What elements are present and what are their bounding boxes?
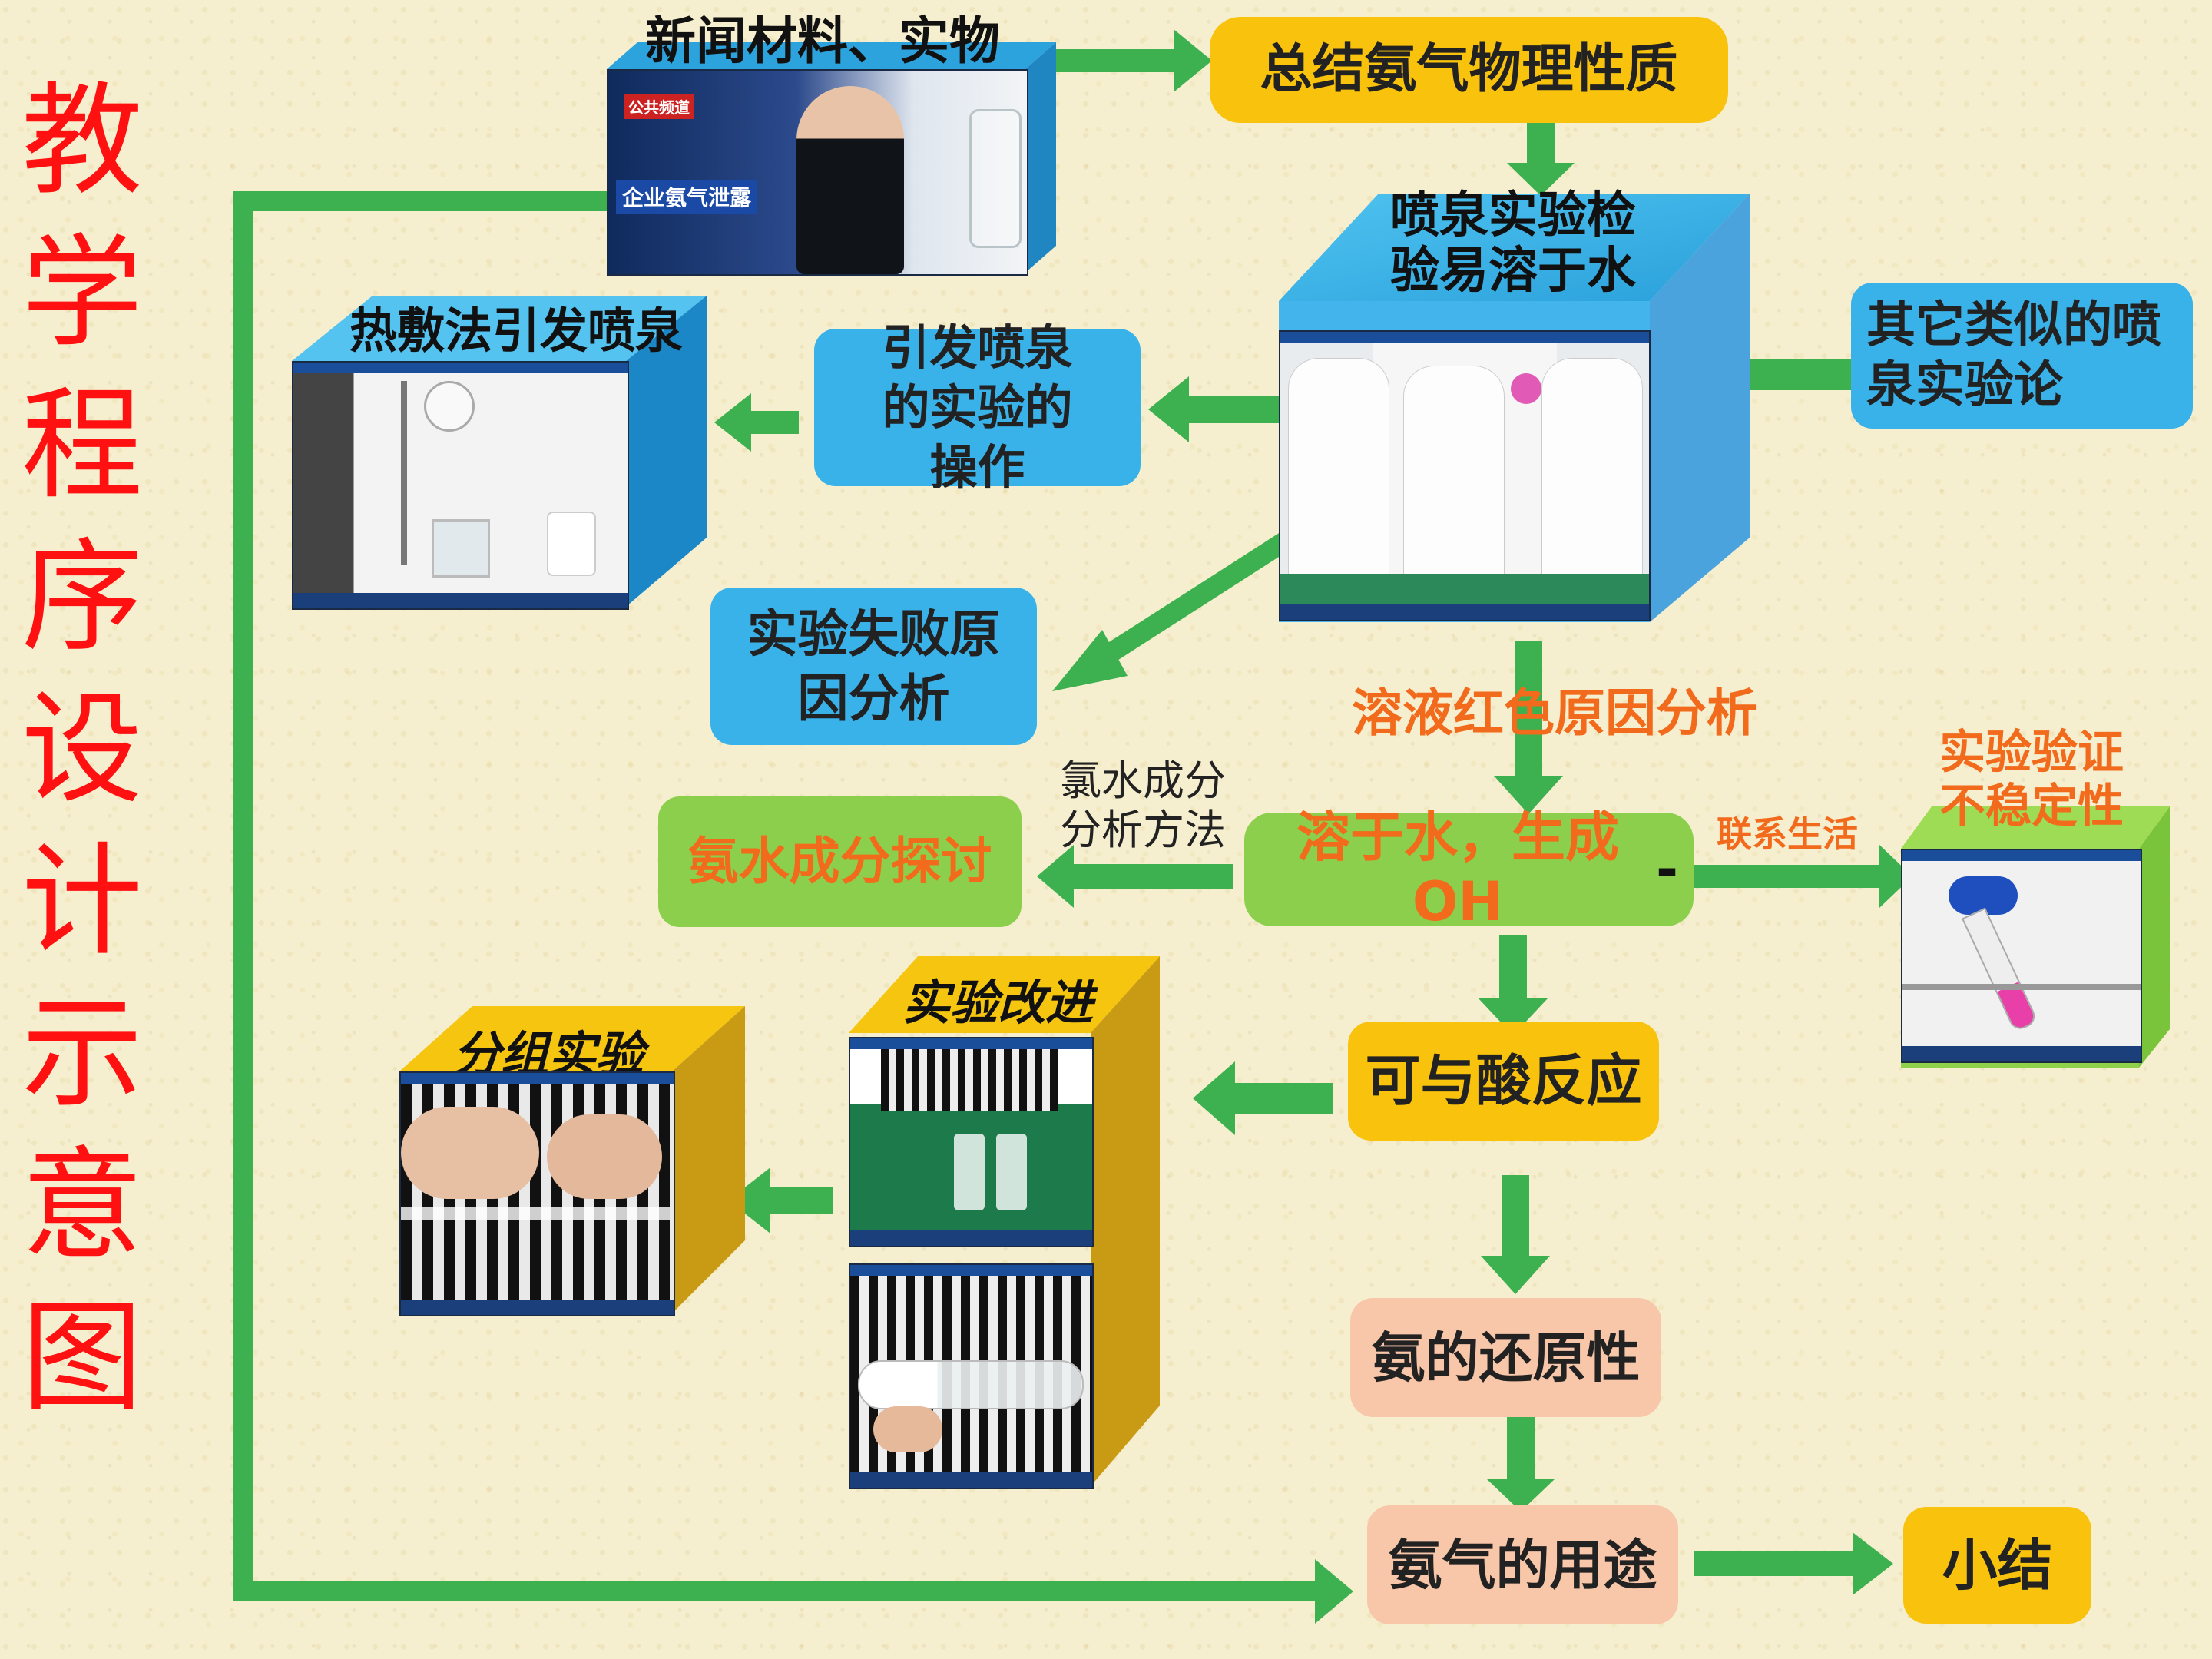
- improve-label: 实验改进: [902, 975, 1094, 1031]
- chlorine-method-label: 氯水成分分析方法: [1060, 757, 1226, 854]
- flask-pink: [1511, 373, 1541, 404]
- dissolve-text: 溶于水，生成OH: [1296, 806, 1619, 933]
- title-char: 意: [22, 1135, 143, 1277]
- mug: [547, 512, 596, 576]
- glass-tube: [401, 1207, 670, 1220]
- news-label: 新闻材料、实物: [645, 12, 1000, 71]
- dissolve-node: 溶于水，生成OH-: [1244, 806, 1694, 933]
- anchor-figure: [796, 86, 904, 274]
- arrow-improve-group: [768, 1187, 833, 1214]
- title-char: 设: [22, 679, 143, 820]
- stand-rod: [401, 381, 407, 565]
- arrow-usage-conclusion: [1694, 1551, 1855, 1576]
- group-video[interactable]: [399, 1071, 675, 1316]
- cube-hot-top: [292, 296, 707, 361]
- round-flask: [424, 381, 475, 432]
- cube-improve-side: [1091, 956, 1160, 1486]
- arrow-acid-reducing: [1502, 1175, 1529, 1260]
- title-char: 示: [22, 983, 143, 1124]
- title-char: 图: [22, 1287, 143, 1429]
- cube-fountain-top: [1279, 194, 1750, 301]
- verify-video[interactable]: [1901, 849, 2142, 1063]
- arrow-dissolve-acid: [1499, 935, 1527, 1001]
- glass-bottle: [969, 109, 1022, 248]
- arrow-fountain-trigger: [1187, 396, 1279, 423]
- verify-label: 实验验证不稳定性: [1939, 726, 2124, 833]
- arrow-fountain-dissolve: [1515, 641, 1542, 780]
- ammonia-water-node: 氨水成分探讨: [658, 796, 1022, 927]
- cube-verify-side: [2139, 806, 2170, 1068]
- arrow-dissolve-verify: [1694, 865, 1882, 888]
- student-figure: [1541, 358, 1643, 613]
- hot-compress-video[interactable]: [292, 361, 629, 610]
- arrow-fountain-fail: [1081, 529, 1296, 677]
- arrow-reducing-usage: [1507, 1406, 1535, 1482]
- dissolve-superscript: -: [1655, 838, 1678, 901]
- title-char: 程: [22, 375, 143, 516]
- news-channel-logo: 公共频道: [624, 94, 694, 119]
- loop-arrowhead: [1315, 1559, 1353, 1624]
- glass-tube: [858, 1360, 1084, 1409]
- beaker: [432, 519, 490, 578]
- student-figure: [1288, 358, 1389, 613]
- hand: [401, 1107, 539, 1199]
- arrow-dissolve-ammonia: [1071, 864, 1233, 889]
- hand: [547, 1114, 662, 1199]
- summary-node: 总结氨气物理性质: [1210, 17, 1728, 123]
- title-char: 学: [22, 223, 143, 364]
- title-char: 序: [22, 527, 143, 668]
- red-reason-label: 溶液红色原因分析: [1352, 684, 1757, 743]
- other-fountain-node: 其它类似的喷泉实验论: [1851, 283, 2193, 429]
- cube-verify-top: [1901, 806, 2170, 849]
- cube-improve-top: [849, 956, 1160, 1033]
- hot-compress-label: 热敷法引发喷泉: [349, 303, 684, 359]
- title-char: 教: [22, 71, 143, 212]
- arrow-news-summary: [1045, 49, 1175, 72]
- trigger-op-node: 引发喷泉的实验的操作: [814, 320, 1141, 495]
- conclusion-node: 小结: [1903, 1507, 2091, 1624]
- news-caption: 企业氨气泄露: [616, 180, 758, 214]
- cube-group-side: [672, 1006, 745, 1313]
- cube-group-top: [399, 1006, 745, 1071]
- reducing-node: 氨的还原性: [1350, 1298, 1661, 1417]
- cube-fountain-side: [1650, 194, 1750, 622]
- reagent-bottle: [996, 1134, 1027, 1210]
- arrow-trigger-hot: [749, 411, 799, 434]
- cube-hot-side: [626, 296, 707, 607]
- life-label: 联系生活: [1717, 813, 1858, 855]
- test-tube: [1961, 907, 2039, 1033]
- reagent-bottle: [954, 1134, 985, 1210]
- fountain-video[interactable]: [1279, 330, 1651, 621]
- improve-video-top[interactable]: [849, 1037, 1094, 1247]
- cube-news-side: [1025, 42, 1056, 273]
- acid-node: 可与酸反应: [1348, 1022, 1659, 1141]
- fail-reason-node: 实验失败原因分析: [710, 588, 1037, 745]
- page-title: 教 学 程 序 设 计 示 意 图: [17, 65, 147, 1434]
- title-char: 计: [22, 831, 143, 972]
- cube-news-top: [607, 42, 1056, 69]
- usage-node: 氨气的用途: [1367, 1505, 1678, 1624]
- fountain-label: 喷泉实验检验易溶于水: [1390, 187, 1636, 300]
- news-video[interactable]: 公共频道 企业氨气泄露: [607, 69, 1028, 276]
- arrow-fountain-other: [1747, 359, 1863, 390]
- arrow-acid-improve: [1233, 1083, 1333, 1114]
- student-figure: [1403, 366, 1505, 613]
- loop-connector: [233, 191, 1317, 1601]
- improve-video-bottom[interactable]: [849, 1263, 1094, 1489]
